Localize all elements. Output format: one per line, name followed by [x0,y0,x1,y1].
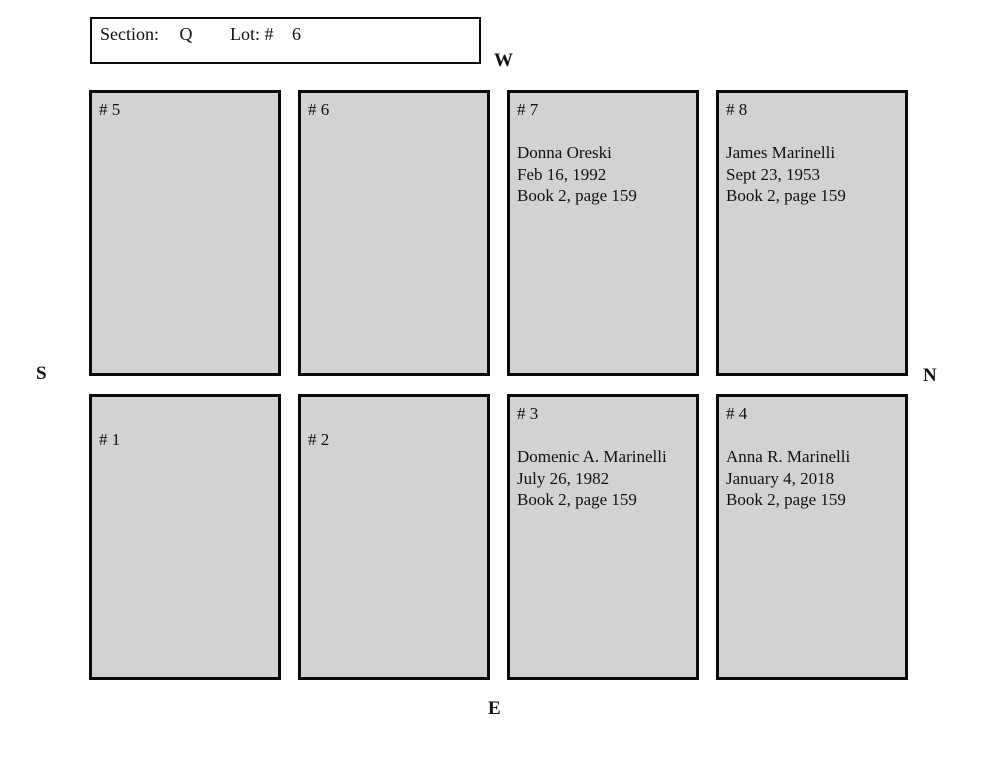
compass-south-label: S [36,363,47,384]
plot-box-3: # 3 Domenic A. Marinelli July 26, 1982 B… [507,394,699,680]
occupant-date: July 26, 1982 [517,468,610,488]
plot-record: Anna R. Marinelli January 4, 2018 Book 2… [726,446,899,511]
occupant-book-ref: Book 2, page 159 [517,186,637,205]
occupant-book-ref: Book 2, page 159 [517,490,637,509]
plot-box-5: # 5 [89,90,281,376]
plot-number: # 5 [99,100,121,119]
section-lot-header: Section: Q Lot: # 6 [90,17,481,64]
occupant-date: Feb 16, 1992 [517,164,607,184]
plot-record: James Marinelli Sept 23, 1953 Book 2, pa… [726,142,899,207]
plot-number: # 3 [517,404,539,423]
occupant-date: January 4, 2018 [726,468,835,488]
plot-number: # 2 [308,430,330,449]
occupant-name: James Marinelli [726,143,836,162]
plot-number: # 8 [726,100,748,119]
lot-value: 6 [292,24,301,44]
occupant-name: Anna R. Marinelli [726,447,851,466]
compass-west-label: W [494,50,513,71]
plot-box-1: # 1 [89,394,281,680]
section-label: Section: [100,24,159,44]
plot-number: # 4 [726,404,748,423]
occupant-name: Domenic A. Marinelli [517,447,667,466]
plot-record: Domenic A. Marinelli July 26, 1982 Book … [517,446,690,511]
occupant-date: Sept 23, 1953 [726,164,820,184]
section-value: Q [179,24,193,44]
plot-number: # 7 [517,100,539,119]
compass-east-label: E [488,698,501,719]
plot-box-2: # 2 [298,394,490,680]
occupant-book-ref: Book 2, page 159 [726,490,846,509]
plot-box-7: # 7 Donna Oreski Feb 16, 1992 Book 2, pa… [507,90,699,376]
compass-north-label: N [923,365,937,386]
plot-box-4: # 4 Anna R. Marinelli January 4, 2018 Bo… [716,394,908,680]
occupant-name: Donna Oreski [517,143,612,162]
plot-box-8: # 8 James Marinelli Sept 23, 1953 Book 2… [716,90,908,376]
plot-number: # 1 [99,430,121,449]
lot-label: Lot: # [230,24,274,44]
plot-box-6: # 6 [298,90,490,376]
plot-record: Donna Oreski Feb 16, 1992 Book 2, page 1… [517,142,690,207]
plot-number: # 6 [308,100,330,119]
occupant-book-ref: Book 2, page 159 [726,186,846,205]
